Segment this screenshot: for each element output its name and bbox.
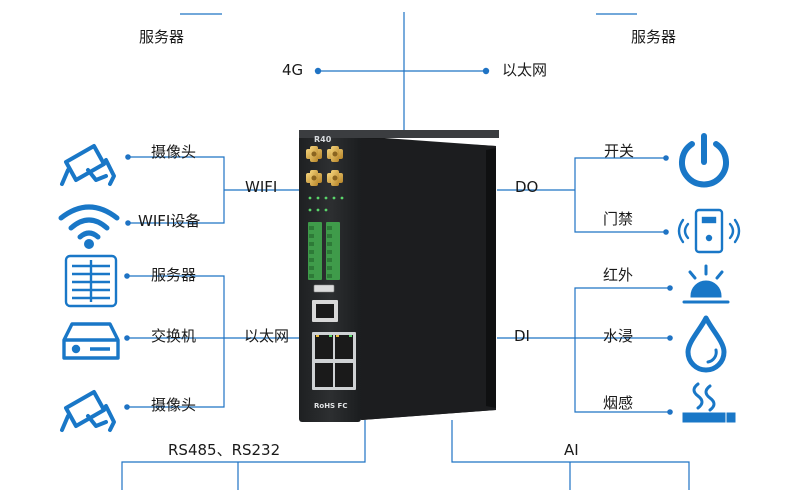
dot-server [124, 273, 130, 279]
serial-bracket [121, 420, 366, 490]
top-right-server-label: 服务器 [631, 28, 677, 46]
wifi-bracket [128, 156, 306, 224]
dot-ethernet-top [482, 67, 490, 75]
device-model-label: R40 [314, 135, 332, 144]
top-left-server-label: 服务器 [139, 28, 185, 46]
di-bracket [497, 287, 670, 413]
connection-dots [124, 67, 673, 415]
right-device-label-water-leak: 水浸 [603, 327, 634, 345]
right-device-label-access-control: 门禁 [603, 210, 634, 228]
net-ethernet-label: 以太网 [502, 61, 548, 79]
infrared-alarm-icon [682, 264, 730, 304]
device-marking-label: RoHS FC [314, 402, 348, 410]
antenna-connectors [306, 146, 343, 186]
smoke-detector-icon [682, 382, 736, 423]
console-port [312, 300, 338, 322]
wifi-icon [58, 204, 120, 249]
right-device-label-infrared: 红外 [603, 266, 634, 284]
camera-icon [60, 144, 116, 186]
switch-icon [62, 322, 120, 360]
water-leak-icon [685, 315, 727, 373]
dot-smoke [667, 409, 673, 415]
dot-power-switch [663, 155, 669, 161]
left-device-label-camera-2: 摄像头 [151, 396, 197, 414]
router-device [299, 130, 499, 422]
ethernet-group-label: 以太网 [244, 327, 290, 345]
terminal-block [308, 222, 340, 280]
ethernet-ports [312, 332, 356, 390]
connection-lines [121, 12, 690, 490]
device-top-edge [299, 130, 499, 138]
do-group-label: DO [515, 178, 539, 196]
dot-4g [314, 67, 322, 75]
di-group-label: DI [514, 327, 530, 345]
ethernet-bracket [127, 275, 306, 408]
dot-access-control [663, 229, 669, 235]
access-control-icon [677, 208, 741, 254]
left-device-label-switch: 交换机 [151, 327, 197, 345]
left-device-label-server: 服务器 [151, 266, 197, 284]
ai-bracket [451, 420, 690, 490]
do-bracket [497, 157, 666, 233]
dot-camera-2 [124, 404, 130, 410]
left-device-label-wifi-device: WIFI设备 [138, 212, 201, 230]
device-right-face [361, 138, 496, 420]
ai-label: AI [564, 441, 579, 459]
power-switch-icon [679, 133, 729, 188]
right-device-label-smoke: 烟感 [603, 394, 634, 412]
right-device-label-power-switch: 开关 [604, 142, 635, 160]
serial-label: RS485、RS232 [168, 441, 281, 459]
device-right-rail [486, 148, 496, 408]
dot-switch [124, 335, 130, 341]
usb-port [313, 284, 335, 293]
camera-icon [60, 390, 116, 432]
status-leds [308, 196, 344, 212]
net-4g-label: 4G [282, 61, 304, 79]
wifi-group-label: WIFI [245, 178, 278, 196]
dot-wifi-device [125, 220, 131, 226]
left-device-label-camera-1: 摄像头 [151, 143, 197, 161]
server-icon [64, 254, 118, 308]
dot-infrared [667, 285, 673, 291]
dot-water-leak [667, 335, 673, 341]
dot-camera-1 [125, 154, 131, 160]
